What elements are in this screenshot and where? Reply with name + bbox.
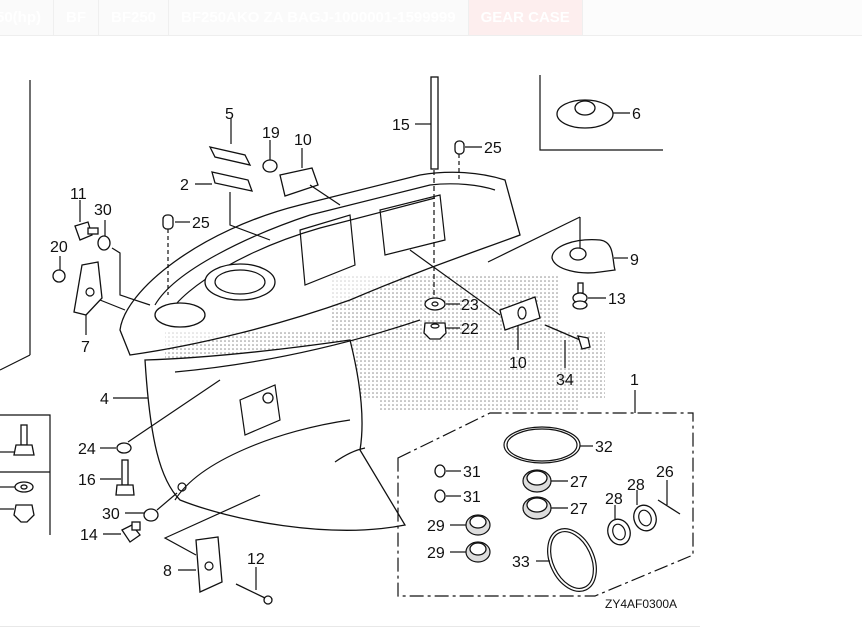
part-30-washer-lower[interactable]: 30 — [102, 492, 178, 523]
breadcrumb-item-hp[interactable]: 50(hp) — [0, 0, 54, 35]
callout-6: 6 — [632, 106, 641, 123]
left-frame — [0, 80, 51, 535]
callout-30-upper: 30 — [94, 202, 112, 219]
part-12-bolt[interactable]: 12 — [235, 551, 273, 605]
gear-case-housing — [119, 171, 521, 531]
callout-28-a: 28 — [605, 491, 623, 508]
divider — [0, 626, 700, 627]
part-27-bearing-b[interactable]: 27 — [522, 496, 588, 520]
callout-32: 32 — [595, 439, 613, 456]
part-1-kit[interactable]: 1 — [630, 372, 639, 413]
part-31-washer-b[interactable]: 31 — [434, 489, 481, 506]
part-14-plug[interactable]: 14 — [80, 521, 141, 544]
diagram-code: ZY4AF0300A — [605, 597, 677, 611]
callout-25-left: 25 — [192, 215, 210, 232]
callout-13: 13 — [608, 291, 626, 308]
part-10-anode-upper[interactable]: 10 — [279, 132, 341, 206]
callout-9: 9 — [630, 252, 639, 269]
callout-1: 1 — [630, 372, 639, 389]
callout-23: 23 — [461, 297, 479, 314]
part-7-cover[interactable]: 7 — [73, 261, 126, 356]
callout-24: 24 — [78, 441, 96, 458]
callout-31-a: 31 — [463, 464, 481, 481]
part-4-gear-case[interactable]: 4 — [100, 391, 148, 408]
part-22-nut[interactable]: 22 — [423, 321, 479, 340]
callout-22: 22 — [461, 321, 479, 338]
breadcrumb-item-model[interactable]: BF250 — [99, 0, 170, 35]
callout-10-lower: 10 — [509, 355, 527, 372]
callout-31-b: 31 — [463, 489, 481, 506]
part-31-washer-a[interactable]: 31 — [434, 464, 481, 481]
part-24-washer[interactable]: 24 — [78, 379, 221, 458]
part-28-seal-a[interactable]: 28 — [604, 491, 634, 548]
part-25-dowel-right[interactable]: 25 — [454, 140, 502, 182]
breadcrumb-item-gear-case[interactable]: GEAR CASE — [468, 0, 583, 35]
callout-8: 8 — [163, 563, 172, 580]
callout-25-right: 25 — [484, 140, 502, 157]
part-19-nut[interactable]: 19 — [262, 125, 280, 173]
callout-28-b: 28 — [627, 477, 645, 494]
part-15-stud[interactable]: 15 — [392, 76, 439, 305]
part-6-anode-disc[interactable]: 6 — [556, 99, 641, 129]
callout-34: 34 — [556, 372, 574, 389]
breadcrumb-item-serial-range[interactable]: BF250AKO ZA BAGJ-1000001-1599999 — [169, 0, 469, 35]
callout-33: 33 — [512, 554, 530, 571]
breadcrumb-item-series[interactable]: BF — [54, 0, 99, 35]
parts-diagram: 5 2 19 10 11 30 20 — [0, 75, 694, 611]
part-16-bolt[interactable]: 16 — [78, 459, 135, 496]
part-25-dowel-left[interactable]: 25 — [162, 214, 210, 295]
part-29-bearing-a[interactable]: 29 — [427, 514, 491, 536]
callout-12: 12 — [247, 551, 265, 568]
left-bolt-icon — [0, 424, 35, 456]
part-11-bolt[interactable]: 11 — [70, 186, 99, 241]
callout-16: 16 — [78, 472, 96, 489]
part-26-pin[interactable]: 26 — [656, 464, 681, 515]
callout-14: 14 — [80, 527, 98, 544]
callout-30-lower: 30 — [102, 506, 120, 523]
part-28-seal-b[interactable]: 28 — [627, 477, 660, 534]
part-8-anode[interactable]: 8 — [163, 494, 261, 593]
part-27-bearing-a[interactable]: 27 — [522, 469, 588, 493]
part-13-bolt[interactable]: 13 — [572, 282, 626, 310]
kit-1-frame — [397, 412, 694, 597]
left-nut-icon — [0, 504, 35, 523]
part-33-o-ring[interactable]: 33 — [512, 521, 606, 599]
callout-10-upper: 10 — [294, 132, 312, 149]
part-2-spacer[interactable]: 2 — [180, 171, 271, 241]
breadcrumb: 50(hp) BF BF250 BF250AKO ZA BAGJ-1000001… — [0, 0, 862, 36]
part-30-washer-upper[interactable]: 30 — [94, 202, 151, 306]
callout-26: 26 — [656, 464, 674, 481]
part-29-bearing-b[interactable]: 29 — [427, 541, 491, 563]
callout-27-a: 27 — [570, 474, 588, 491]
part-10-anode-lower[interactable]: 10 — [409, 249, 541, 372]
part-32-o-ring[interactable]: 32 — [503, 426, 613, 464]
part-9-trim-tab[interactable]: 9 — [487, 216, 639, 274]
part-6-frame — [539, 75, 663, 151]
callout-11: 11 — [70, 186, 87, 203]
callout-4: 4 — [100, 391, 109, 408]
part-23-washer[interactable]: 23 — [424, 297, 479, 314]
left-washer-icon — [0, 481, 34, 493]
callout-7: 7 — [81, 339, 90, 356]
callout-29-b: 29 — [427, 545, 445, 562]
part-5-key[interactable]: 5 — [208, 106, 252, 166]
callout-19: 19 — [262, 125, 280, 142]
callout-29-a: 29 — [427, 518, 445, 535]
callout-27-b: 27 — [570, 501, 588, 518]
callout-2: 2 — [180, 177, 189, 194]
part-20-nut[interactable]: 20 — [50, 239, 68, 283]
callout-5: 5 — [225, 106, 234, 123]
callout-15: 15 — [392, 117, 410, 134]
part-34-bolt[interactable]: 34 — [544, 324, 591, 389]
callout-20: 20 — [50, 239, 68, 256]
